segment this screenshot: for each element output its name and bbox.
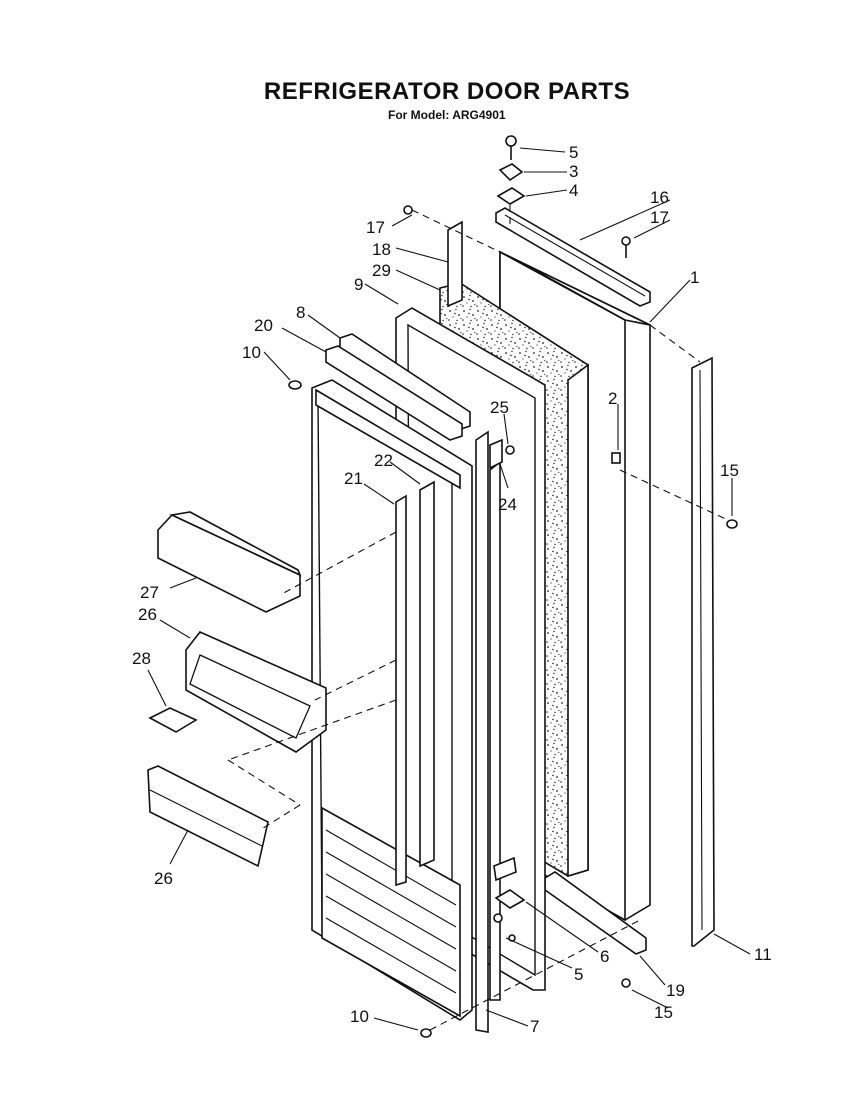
callout-15-upper: 15 [720, 461, 739, 480]
part-16-top-strip [495, 207, 651, 307]
model-subtitle: For Model: ARG4901 [388, 108, 506, 122]
part-6-bottom-hinge [493, 856, 526, 909]
callout-25: 26 [138, 605, 157, 624]
part-3-hinge-pin [498, 163, 524, 182]
part-24-screw [505, 445, 515, 455]
part-28-insert [148, 707, 198, 733]
part-7-gasket [475, 430, 501, 1033]
callout-20: 20 [254, 316, 273, 335]
callout-10-bottom: 10 [350, 1007, 369, 1026]
part-10-screw-bottom [420, 1028, 432, 1038]
leader-lines [147, 147, 751, 1031]
callout-7: 7 [530, 1017, 539, 1036]
callout-1: 1 [690, 268, 699, 287]
part-15-screw-upper [726, 519, 738, 529]
callout-21: 21 [344, 469, 363, 488]
callout-29: 29 [372, 261, 391, 280]
part-20-breaker-strip [325, 345, 463, 441]
callout-labels: 5 3 4 16 17 17 18 29 1 9 8 20 10 2 25 22… [132, 143, 772, 1036]
callout-28: 28 [132, 649, 151, 668]
callout-26: 26 [154, 869, 173, 888]
callout-18: 18 [372, 240, 391, 259]
callout-8: 8 [296, 303, 305, 322]
callout-17-left: 17 [366, 218, 385, 237]
callout-10-top: 10 [242, 343, 261, 362]
part-4-hinge-shim [496, 187, 526, 205]
part-21-shelf-support [395, 494, 407, 887]
diagram-title: REFRIGERATOR DOOR PARTS [263, 78, 631, 105]
door-bottom-panel [321, 806, 461, 1018]
part-15-screw-lower [621, 978, 631, 988]
part-11-hinge-strip [691, 356, 715, 947]
callout-4: 4 [569, 181, 578, 200]
callout-23: 24 [498, 495, 517, 514]
callout-17-right: 17 [650, 208, 669, 227]
part-23-block [489, 438, 503, 470]
callout-6: 6 [600, 947, 609, 966]
callout-27: 27 [140, 583, 159, 602]
part-26-dairy-door [147, 765, 269, 868]
part-10-screw-top [288, 380, 302, 390]
part-27-door-bin [157, 511, 302, 613]
callout-9: 9 [354, 275, 363, 294]
callout-5-bottom: 5 [574, 965, 583, 984]
callout-22: 22 [374, 451, 393, 470]
part-22-shelf-support [419, 480, 435, 868]
part-25-dairy-compartment [185, 631, 327, 753]
part-17-screw-right [621, 236, 631, 258]
part-2-bracket [611, 452, 621, 464]
callout-5-top: 5 [569, 143, 578, 162]
callout-19: 19 [666, 981, 685, 1000]
callout-3: 3 [569, 162, 578, 181]
part-18-vertical-bar [447, 220, 463, 308]
callout-24: 25 [490, 398, 509, 417]
assembly-lines [227, 205, 729, 1031]
callout-2: 2 [608, 389, 617, 408]
callout-15-lower: 15 [654, 1003, 673, 1022]
callout-11: 11 [754, 945, 772, 964]
part-17-screw-left [403, 205, 413, 215]
callout-16: 16 [650, 188, 669, 207]
part-5-screw-top [505, 135, 517, 160]
